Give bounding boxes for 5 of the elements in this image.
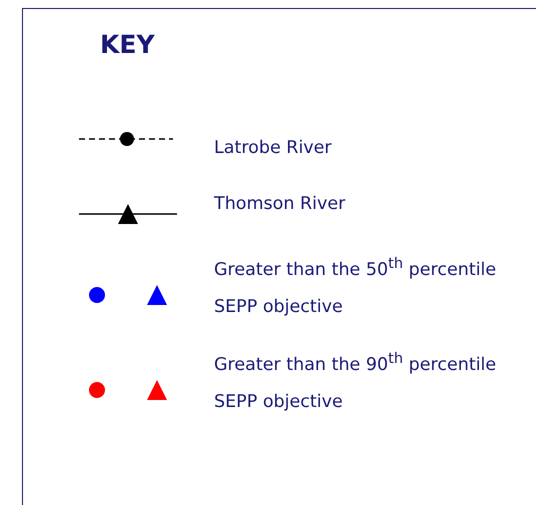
legend-label: Greater than the 50$^{th}$ percentile SEPP objective [214,254,498,319]
legend-label: Latrobe River [214,137,333,160]
key-title: KEY [100,30,155,59]
legend-label: Greater than the 90$^{th}$ percentile SEPP objective [214,349,498,414]
legend-label: Thomson River [214,193,346,216]
